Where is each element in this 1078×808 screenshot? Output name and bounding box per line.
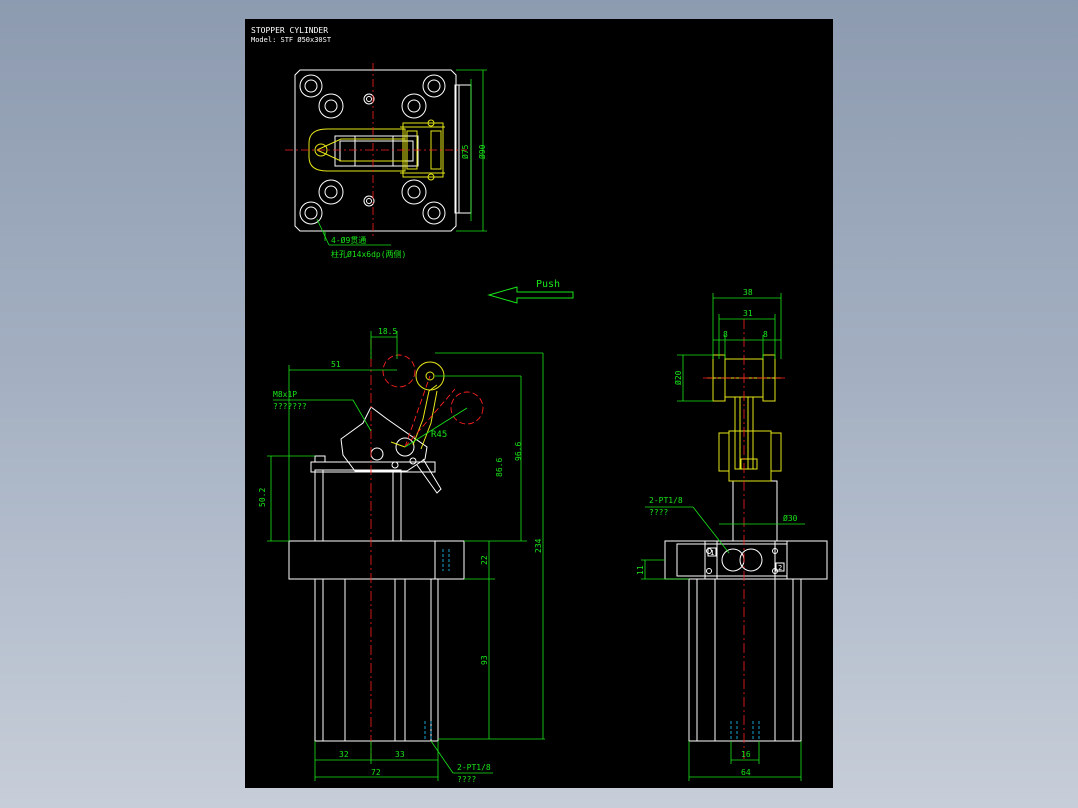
side-centerlines [703,319,787,759]
front-phantom-positions [382,354,484,448]
front-flange [288,540,465,580]
side-flange [664,540,828,580]
top-view-plate [294,69,457,232]
side-cylinder-tube [688,578,802,742]
dim-38: 38 [743,288,753,297]
side-view [664,480,828,742]
front-port-label: 2-PT1/8 [457,763,491,772]
side-port-mark-2-text: 2 [778,564,782,572]
cad-viewport[interactable]: STOPPER CYLINDER Model: STF Ø50x30ST [245,19,833,788]
drawing-canvas: STOPPER CYLINDER Model: STF Ø50x30ST [251,26,828,784]
dim-11: 11 [636,565,645,575]
dim-18-5: 18.5 [378,327,397,336]
dim-8-left: 8 [723,330,728,339]
front-view [288,455,465,742]
drawing-title: STOPPER CYLINDER [251,26,328,35]
side-hidden-lines [730,721,760,741]
top-view-dimensions [316,69,487,246]
top-dim-inner: Ø75 [460,144,470,159]
push-label: Push [536,279,560,290]
push-arrow-icon [487,286,574,304]
dim-50-2: 50.2 [258,488,267,507]
top-view-note-1: 4-Ø9贯通 [331,235,366,245]
side-port-note: ???? [649,508,668,517]
side-port-1 [721,548,745,572]
dim-8-right: 8 [763,330,768,339]
front-port-note: ???? [457,775,476,784]
top-view [294,69,472,232]
front-upper-body [314,469,402,542]
dim-phi30: Ø30 [783,513,798,523]
side-upper-body [732,480,778,542]
dim-86-6: 86.6 [495,458,504,477]
side-port-mark-2 [775,562,785,572]
dim-93: 93 [480,655,489,665]
side-port-mark-1-text: 1 [710,549,714,557]
top-view-corner-holes [299,74,446,225]
side-port-2 [739,548,763,572]
top-view-counterbore-holes [318,93,427,205]
dim-16: 16 [741,750,751,759]
side-port-label: 2-PT1/8 [649,496,683,505]
side-port-mark-1 [707,547,717,557]
front-dimensions [267,331,545,781]
dim-33: 33 [395,750,405,759]
side-dimensions [641,293,805,781]
dim-72: 72 [371,768,381,777]
dim-R45: R45 [431,430,447,440]
dim-96-6: 96.6 [514,442,523,461]
dim-22: 22 [480,555,489,565]
dim-phi20: Ø20 [673,370,683,385]
top-view-lever [308,119,445,181]
front-cylinder-tube [314,578,439,742]
front-lever [340,406,442,494]
front-hidden-lines [424,549,450,741]
dim-32: 32 [339,750,349,759]
dim-64: 64 [741,768,751,777]
top-view-centerlines [285,63,467,239]
thread-label: M8x1P [273,390,297,399]
dim-234: 234 [534,538,543,553]
drawing-model: Model: STF Ø50x30ST [251,36,332,44]
top-dim-outer: Ø90 [477,144,487,159]
dim-31: 31 [743,309,753,318]
top-view-note-2: 柱孔Ø14x6dp(两侧) [331,249,406,259]
thread-note: ??????? [273,402,307,411]
dim-51: 51 [331,360,341,369]
